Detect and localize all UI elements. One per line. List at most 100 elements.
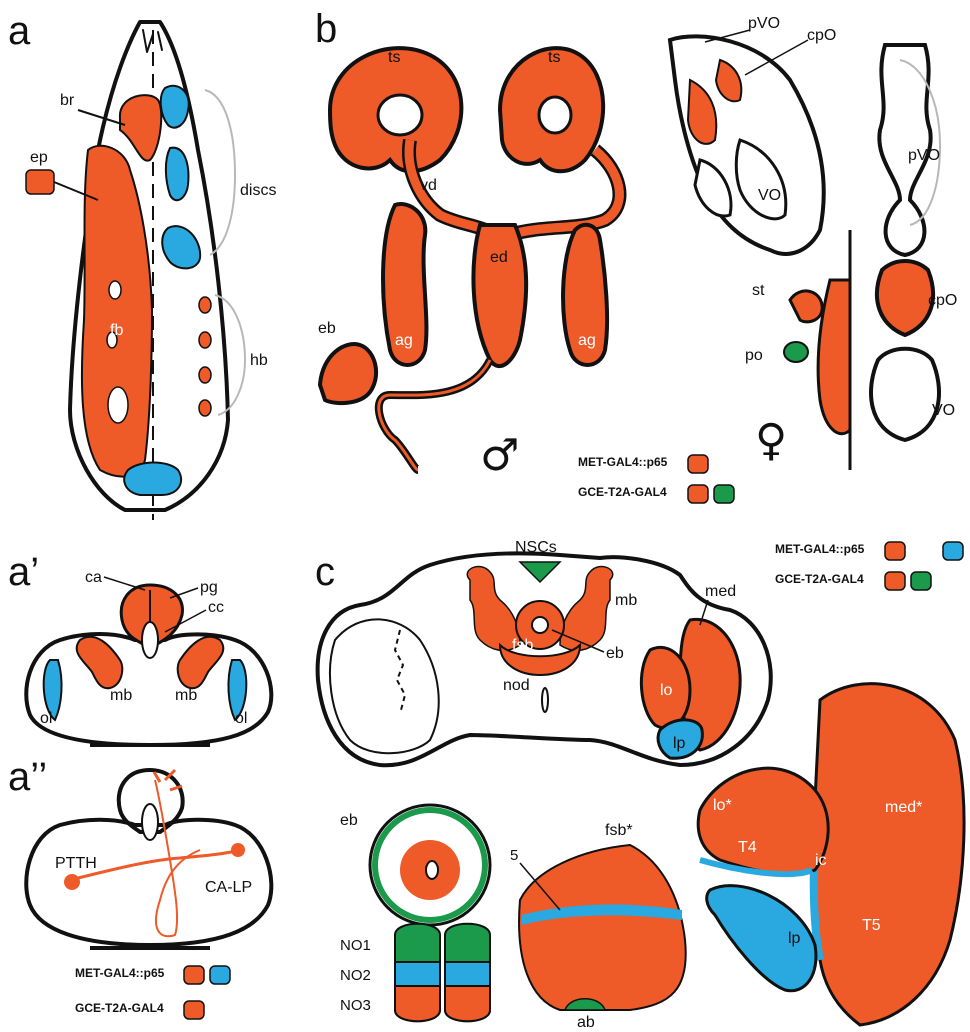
label-ol-right: ol xyxy=(235,710,247,727)
male-symbol: ♂ xyxy=(480,430,519,481)
ejaculatory-duct xyxy=(473,225,526,366)
label-no1: NO1 xyxy=(340,937,371,954)
label-ag-left: ag xyxy=(395,332,413,349)
testis-right-hole xyxy=(539,97,571,133)
label-nscs: NSCs xyxy=(515,539,557,556)
label-lo: lo xyxy=(660,682,673,699)
legend-c-met: MET-GAL4::p65 xyxy=(775,542,865,556)
panel-a-prime: a’ ca pg cc mb mb ol ol xyxy=(8,550,271,745)
no3-left xyxy=(395,986,440,1021)
label-mb: mb xyxy=(615,592,637,609)
parovaria xyxy=(784,342,808,362)
histoblast xyxy=(199,332,211,348)
larval-brain xyxy=(120,95,161,161)
label-vd-left: vd xyxy=(420,177,437,194)
label-cpo-side: cpO xyxy=(928,292,957,309)
mushroom-body-right xyxy=(178,637,224,688)
label-five: 5 xyxy=(510,847,518,864)
panel-a-double-prime: a’’ PTTH CA-LP xyxy=(8,755,271,948)
legend-b-gce: GCE-T2A-GAL4 xyxy=(578,485,667,499)
histoblast xyxy=(199,367,211,383)
eb-core-hole xyxy=(426,861,438,879)
posterior-disc xyxy=(124,463,181,496)
no2-right xyxy=(445,962,490,986)
label-ab: ab xyxy=(577,1014,595,1031)
legend-swatch-orange xyxy=(885,572,905,590)
hb-bracket xyxy=(215,295,245,415)
eb-ring xyxy=(532,617,548,633)
legend-swatch-orange xyxy=(688,455,708,473)
cpO-stage xyxy=(877,261,933,335)
br-leader xyxy=(78,110,125,125)
label-vo: VO xyxy=(758,187,781,204)
label-ep: ep xyxy=(30,149,48,166)
label-mb-left: mb xyxy=(110,687,132,704)
VO-stage xyxy=(871,349,939,440)
label-po: po xyxy=(745,347,763,364)
imaginal-disc xyxy=(161,86,189,128)
label-med-star: med* xyxy=(885,799,922,816)
legend-c: MET-GAL4::p65 GCE-T2A-GAL4 xyxy=(775,542,963,590)
label-ic: ic xyxy=(815,852,827,869)
no2-left xyxy=(395,962,440,986)
ptth-soma xyxy=(64,874,80,890)
label-nod: nod xyxy=(503,677,530,694)
fat-body-hole xyxy=(109,281,121,299)
label-ed: ed xyxy=(490,249,508,266)
nscs-region xyxy=(520,562,560,582)
inset-eb: eb xyxy=(340,805,490,925)
ep-swatch xyxy=(26,170,54,194)
med-star xyxy=(813,684,964,1025)
duct-outline xyxy=(379,360,490,470)
legend-swatch-green xyxy=(911,572,931,590)
legend-swatch-orange xyxy=(688,485,708,503)
legend-b: MET-GAL4::p65 GCE-T2A-GAL4 xyxy=(578,455,734,503)
legend-a: MET-GAL4::p65 GCE-T2A-GAL4 xyxy=(75,966,230,1019)
female-symbol: ♀ xyxy=(755,415,787,466)
label-eb-male: eb xyxy=(318,320,336,337)
label-no2: NO2 xyxy=(340,967,371,984)
legend-swatch-blue xyxy=(210,966,230,984)
label-pvo-top: pVO xyxy=(748,15,780,32)
ejaculatory-bulb xyxy=(320,344,376,403)
testis-left-hole xyxy=(378,95,422,135)
label-fsb-star: fsb* xyxy=(605,822,633,839)
legend-swatch-orange xyxy=(184,966,204,984)
fat-body xyxy=(82,146,152,477)
imaginal-disc xyxy=(162,226,200,268)
noduli xyxy=(542,688,548,712)
legend-b-met: MET-GAL4::p65 xyxy=(578,455,668,469)
label-fb: fb xyxy=(110,322,123,339)
legend-a-gce: GCE-T2A-GAL4 xyxy=(75,1001,164,1015)
panel-c-brain: c NSCs med mb fsb eb nod lo lp xyxy=(315,539,771,765)
label-t4: T4 xyxy=(738,839,757,856)
mb-right-structure xyxy=(560,567,613,651)
discs-bracket xyxy=(205,90,235,255)
legend-swatch-orange xyxy=(184,1001,204,1019)
label-ptth: PTTH xyxy=(55,855,97,872)
label-lo-star: lo* xyxy=(713,797,732,814)
panel-label-a: a xyxy=(8,9,31,53)
label-lp: lp xyxy=(673,735,686,752)
legend-a-met: MET-GAL4::p65 xyxy=(75,966,165,980)
label-ut: ut xyxy=(800,383,814,400)
label-ca-lp: CA-LP xyxy=(205,879,252,896)
legend-swatch-green xyxy=(714,485,734,503)
label-ol-left: ol xyxy=(40,710,52,727)
label-cpo-top: cpO xyxy=(807,27,836,44)
histoblast xyxy=(199,297,211,313)
legend-swatch-blue xyxy=(943,542,963,560)
panel-b-female: pVO cpO VO pVO cpO VO st po ut ♀ xyxy=(670,15,957,470)
label-discs: discs xyxy=(240,182,276,199)
fat-body-hole xyxy=(108,387,128,423)
label-fsb: fsb xyxy=(512,637,533,654)
label-cc: cc xyxy=(208,599,224,616)
label-st: st xyxy=(752,282,765,299)
label-mb-right: mb xyxy=(175,687,197,704)
left-optic-lobe xyxy=(330,619,439,753)
legend-swatch-orange xyxy=(885,542,905,560)
label-lp-inset: lp xyxy=(788,930,801,947)
panel-a-larva: a ep br discs hb fb xyxy=(8,9,276,520)
label-vo-side: VO xyxy=(932,402,955,419)
inset-optic: lo* T4 med* ic T5 lp xyxy=(698,684,964,1025)
